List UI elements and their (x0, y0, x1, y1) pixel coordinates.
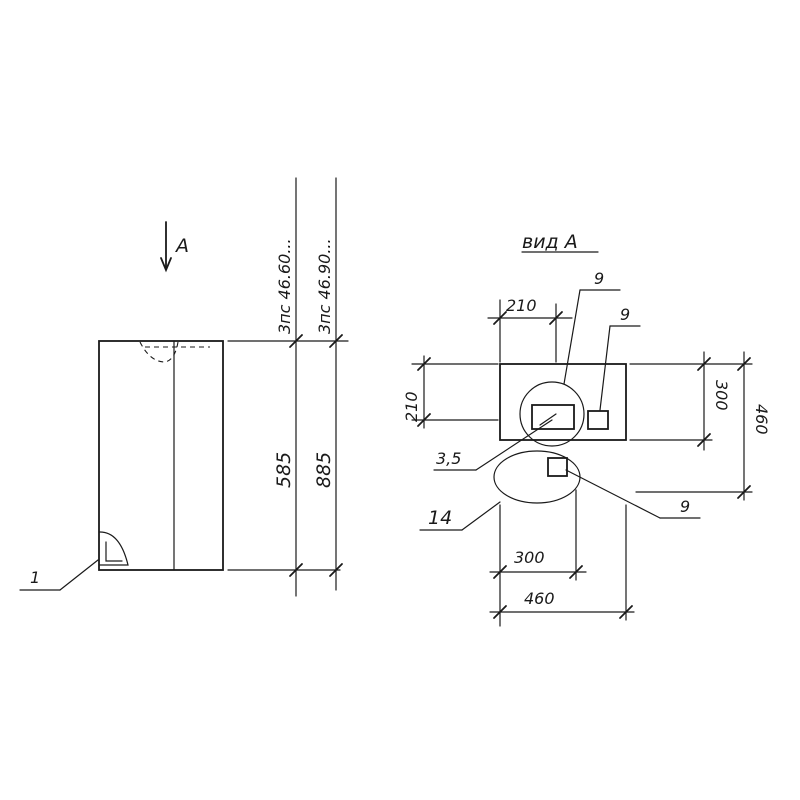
top-hidden-arc (139, 341, 179, 363)
callout-9-right-label: 9 (620, 305, 630, 324)
callout-1-label: 1 (30, 568, 40, 587)
elevation-dimensions (227, 177, 349, 597)
column-label-2: 3пс 46.90... (315, 238, 334, 334)
callout-9-right (599, 325, 641, 411)
view-arrow-label: A (174, 235, 189, 257)
view-arrow (160, 221, 172, 273)
dimension-300-bottom: 300 (514, 548, 545, 567)
small-square-lower (547, 457, 568, 477)
callout-9-lower-label: 9 (680, 497, 690, 516)
callout-9-top-label: 9 (594, 269, 604, 288)
rect-in-circle (531, 404, 575, 430)
callout-14 (419, 501, 501, 531)
callout-3-5-label: 3,5 (436, 449, 461, 468)
dimension-460-right: 460 (752, 404, 771, 435)
callout-14-label: 14 (428, 507, 452, 529)
corner-feature (99, 531, 129, 566)
view-a (411, 251, 753, 627)
column-label-1: 3пс 46.60... (275, 238, 294, 334)
callout-9-top (563, 289, 621, 385)
callout-1 (19, 559, 99, 591)
dimension-210-left: 210 (402, 391, 421, 422)
block-outline (98, 340, 224, 571)
elevation-view: A 1 (19, 221, 224, 591)
dimension-885: 885 (313, 452, 335, 488)
dimension-585: 585 (273, 452, 295, 488)
dimension-460-bottom: 460 (524, 589, 555, 608)
callout-3-5 (433, 419, 553, 471)
small-square-right (587, 410, 609, 430)
dimension-300-right: 300 (712, 380, 731, 411)
callout-9-lower (565, 469, 701, 519)
dimension-210-top: 210 (506, 296, 537, 315)
circle-upper (519, 381, 585, 447)
view-a-title: вид А (522, 231, 578, 253)
plate-outline (499, 363, 627, 441)
